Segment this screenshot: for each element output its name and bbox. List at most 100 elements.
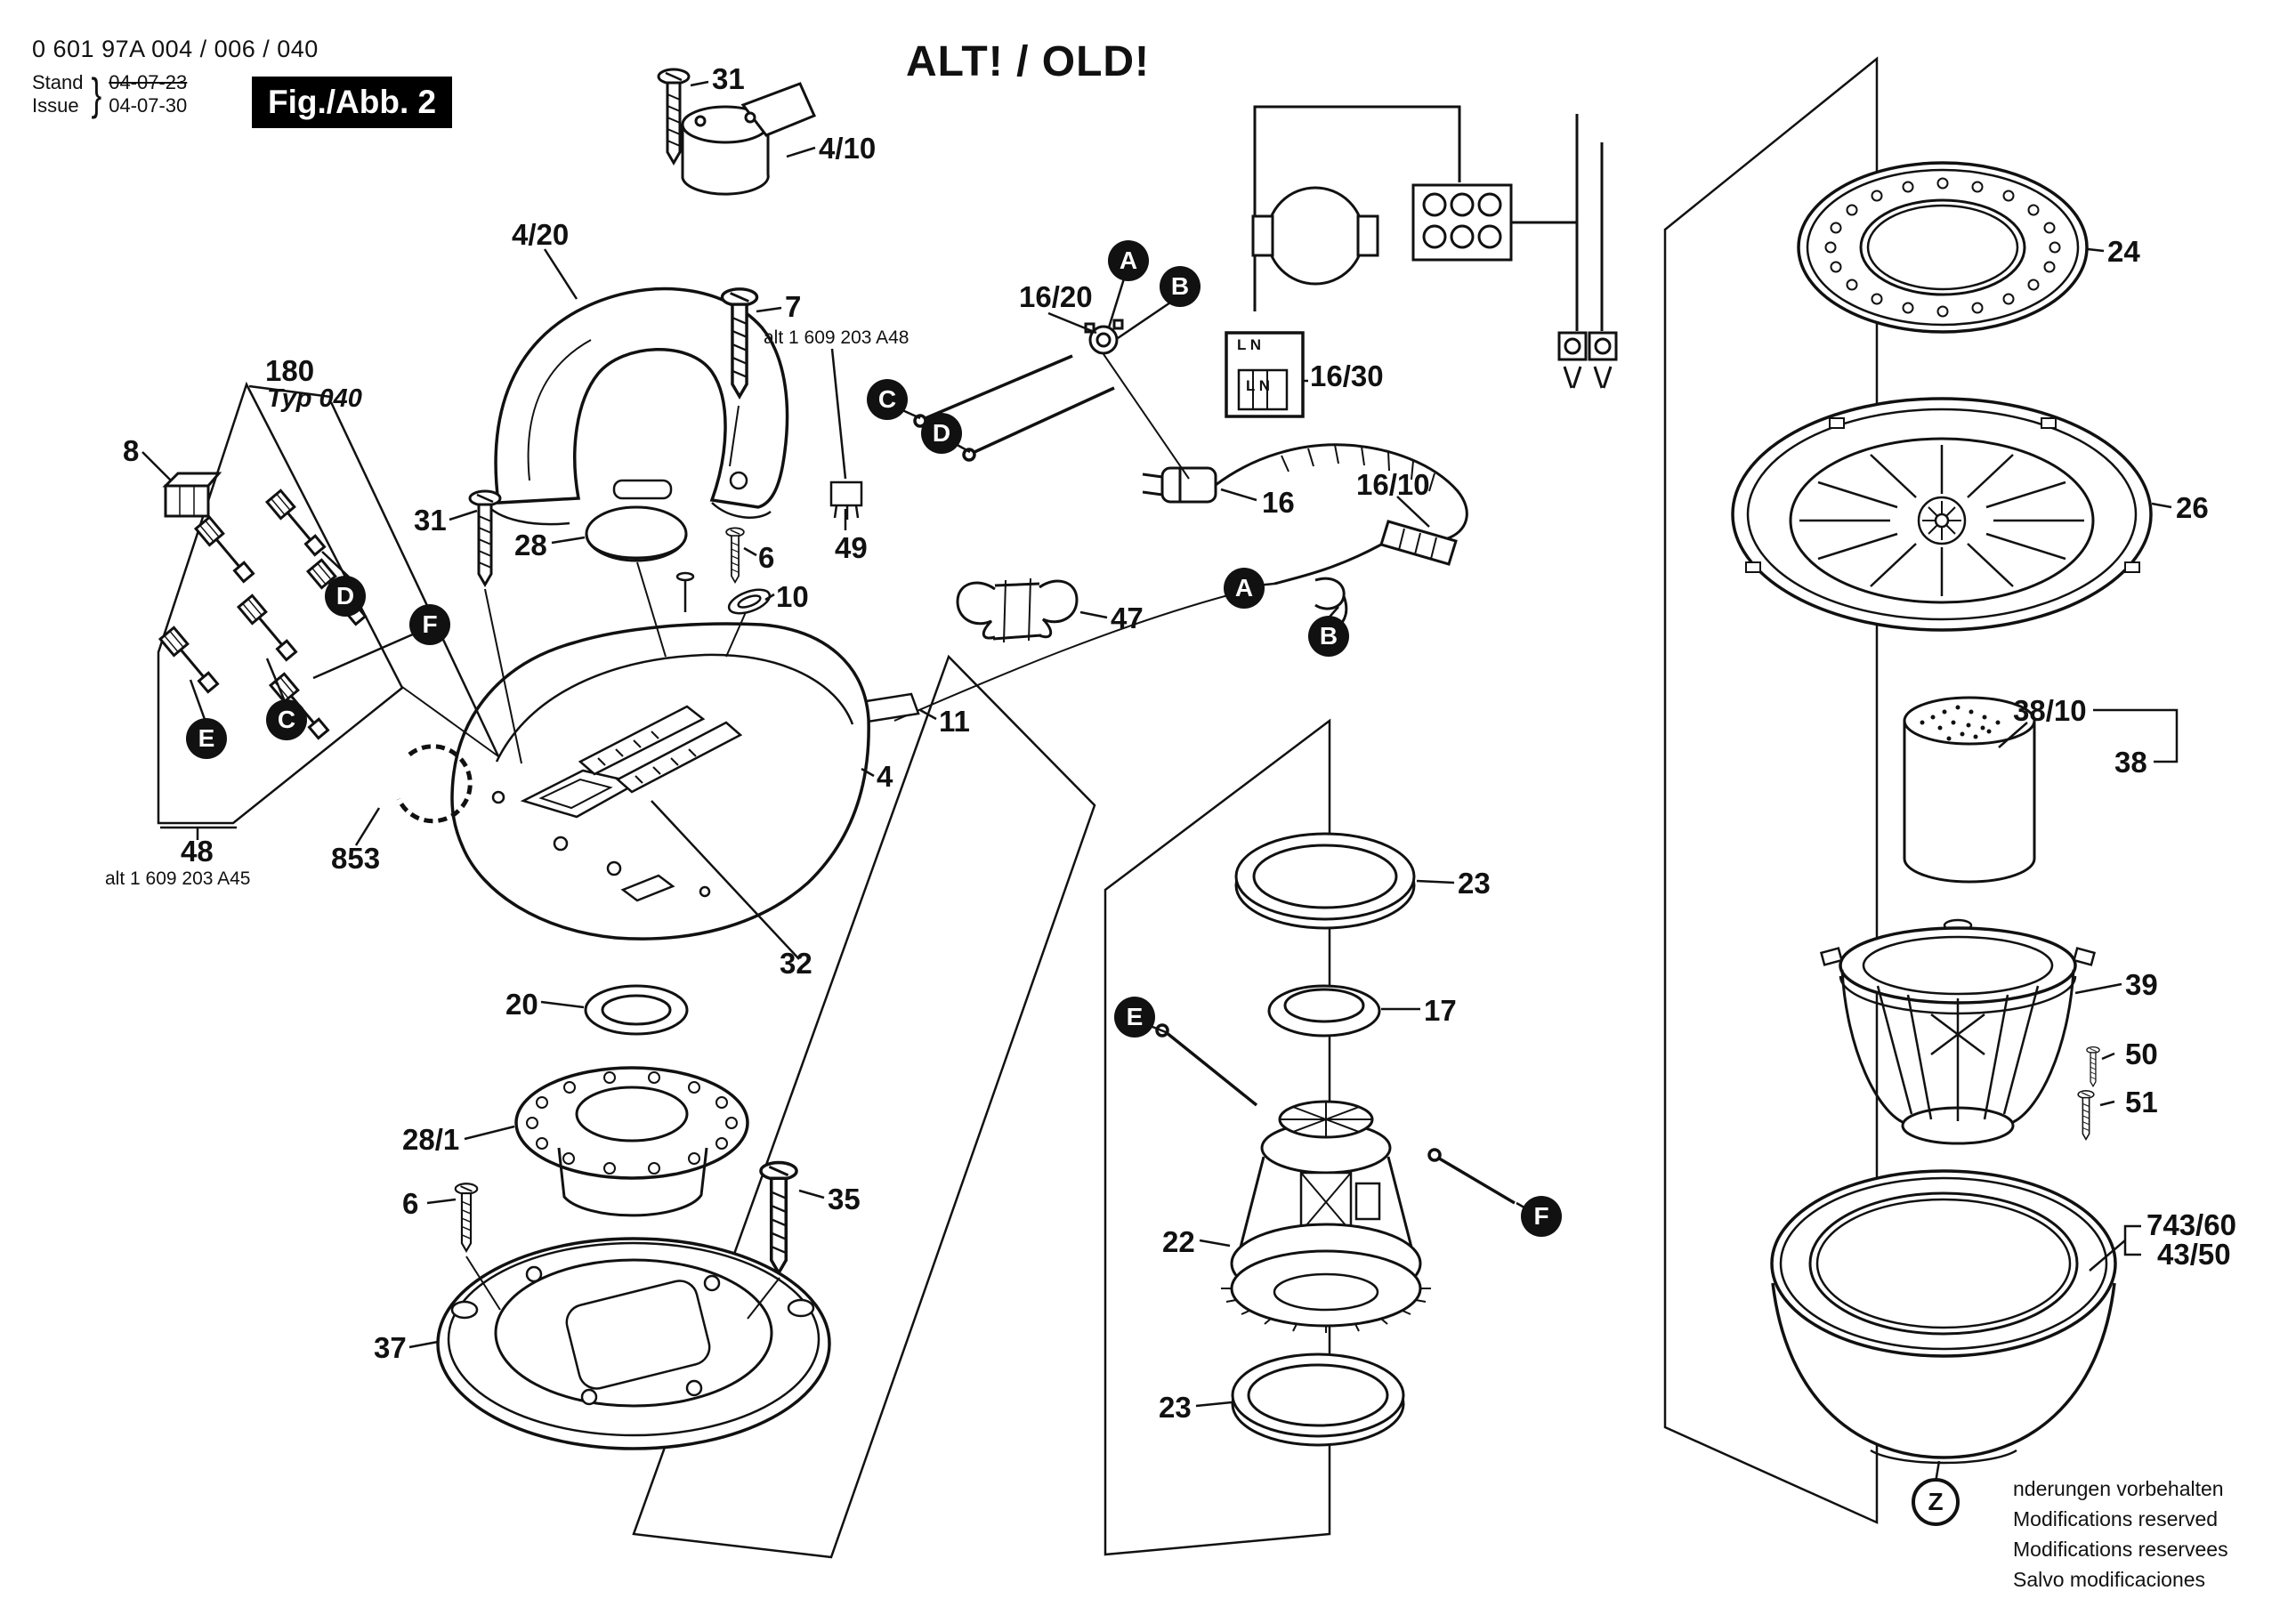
callout-c: C	[266, 699, 307, 740]
revision-brace: }	[91, 69, 101, 119]
part-label: 35	[828, 1183, 861, 1215]
grommet-16-20	[1084, 319, 1124, 355]
ring-17	[1267, 984, 1381, 1038]
screw-6-top	[725, 527, 745, 584]
part-label: 37	[374, 1331, 407, 1364]
figure-label: Fig./Abb. 2	[252, 77, 453, 128]
document-number: 0 601 97A 004 / 006 / 040	[32, 36, 319, 62]
part-label: 22	[1162, 1225, 1195, 1258]
screw-31-side	[468, 489, 502, 586]
stand-date: 04-07-23	[109, 71, 188, 93]
fastener-pin-f	[1427, 1148, 1516, 1205]
handle-4-20	[484, 287, 789, 526]
part-label: 38/10	[2013, 694, 2087, 727]
ring-23-top	[1234, 832, 1416, 930]
callout-d: D	[921, 413, 962, 454]
cable-ties	[913, 354, 1115, 462]
part-label: Typ 040	[267, 384, 362, 413]
container-bowl-743	[1770, 1169, 2117, 1465]
callout-a: A	[1224, 568, 1265, 609]
wiring-diagram	[1251, 105, 1618, 389]
filter-38	[1903, 696, 2036, 884]
part-label: L N	[1246, 377, 1271, 394]
clamp-853	[396, 744, 473, 824]
stand-label: Stand	[32, 71, 84, 93]
part-label: 4/20	[512, 218, 570, 251]
part-label: L N	[1237, 336, 1262, 353]
callout-f: F	[409, 604, 450, 645]
float-basket-39	[1819, 918, 2097, 1145]
part-label: 39	[2125, 968, 2158, 1001]
screw-35	[759, 1160, 798, 1275]
part-label: 47	[1111, 602, 1144, 634]
latch-4-10	[681, 82, 816, 196]
knob-28	[585, 505, 688, 562]
ring-23-bottom	[1231, 1353, 1405, 1447]
callout-d: D	[325, 576, 366, 617]
turbine-housing-26	[1731, 397, 2153, 632]
part-label: 49	[835, 531, 868, 564]
part-label: 4	[877, 760, 893, 793]
screw-50	[2086, 1046, 2100, 1087]
part-label: 10	[776, 580, 809, 613]
footer-line: Modifications reservees	[2013, 1538, 2228, 1561]
part-label: 16	[1262, 486, 1295, 519]
switch-49	[829, 480, 863, 520]
part-label: 4/10	[819, 132, 877, 165]
part-label: 28	[514, 529, 547, 561]
callout-b: B	[1160, 266, 1201, 307]
doc-header: 0 601 97A 004 / 006 / 040 Stand Issue } …	[32, 36, 319, 120]
part-label: 16/30	[1310, 359, 1384, 392]
terminal-box-16-30	[1225, 331, 1305, 418]
callout-a: A	[1108, 240, 1149, 281]
ring-24	[1797, 161, 2089, 334]
motor-housing-4	[450, 571, 870, 941]
issue-date: 04-07-30	[109, 94, 188, 117]
part-label: 11	[939, 705, 970, 738]
part-label: 38	[2114, 746, 2147, 779]
part-label: 6	[758, 541, 775, 574]
callout-f: F	[1521, 1196, 1562, 1237]
power-cord-16	[893, 443, 1468, 722]
panel-outlines	[157, 56, 1879, 1559]
base-plate-37	[436, 1237, 831, 1450]
part-label: 50	[2125, 1038, 2158, 1070]
callout-e: E	[186, 718, 227, 759]
part-label: 43/50	[2157, 1238, 2231, 1271]
part-label: 17	[1424, 994, 1457, 1027]
fastener-pin-e	[1155, 1023, 1258, 1107]
part-label: 26	[2176, 491, 2209, 524]
footer-notes: nderungen vorbehalten Modifications rese…	[2013, 1474, 2228, 1595]
diagram-title: ALT! / OLD!	[906, 38, 1151, 85]
part-label: 23	[1458, 867, 1491, 900]
part-label: 853	[331, 842, 381, 875]
part-label: 20	[505, 988, 538, 1021]
flange-28-1	[514, 1066, 749, 1217]
ring-20	[584, 984, 689, 1036]
issue-label: Issue	[32, 94, 79, 117]
part-label: 31	[712, 62, 745, 95]
footer-line: Salvo modificaciones	[2013, 1568, 2206, 1591]
part-label: 180	[265, 354, 315, 387]
part-label: 31	[414, 504, 447, 537]
connector-8	[162, 472, 222, 518]
part-label: 7	[785, 290, 802, 323]
cable-clip-47	[956, 577, 1079, 643]
leader-lines	[141, 80, 2179, 1483]
part-label: 8	[123, 434, 140, 467]
revision-block: Stand Issue } 04-07-23 04-07-30	[32, 69, 319, 120]
footer-line: nderungen vorbehalten	[2013, 1477, 2224, 1500]
motor-22	[1221, 1100, 1431, 1333]
callout-e: E	[1114, 997, 1155, 1038]
part-label: alt 1 609 203 A48	[764, 327, 910, 348]
part-label: 16/20	[1019, 280, 1093, 313]
footer-line: Modifications reserved	[2013, 1507, 2219, 1530]
part-label: 51	[2125, 1086, 2158, 1118]
part-label: 32	[780, 947, 812, 980]
screw-6-bottom	[454, 1183, 479, 1252]
part-label: 6	[402, 1187, 419, 1220]
seal-10	[727, 588, 772, 615]
callout-c: C	[867, 379, 908, 420]
